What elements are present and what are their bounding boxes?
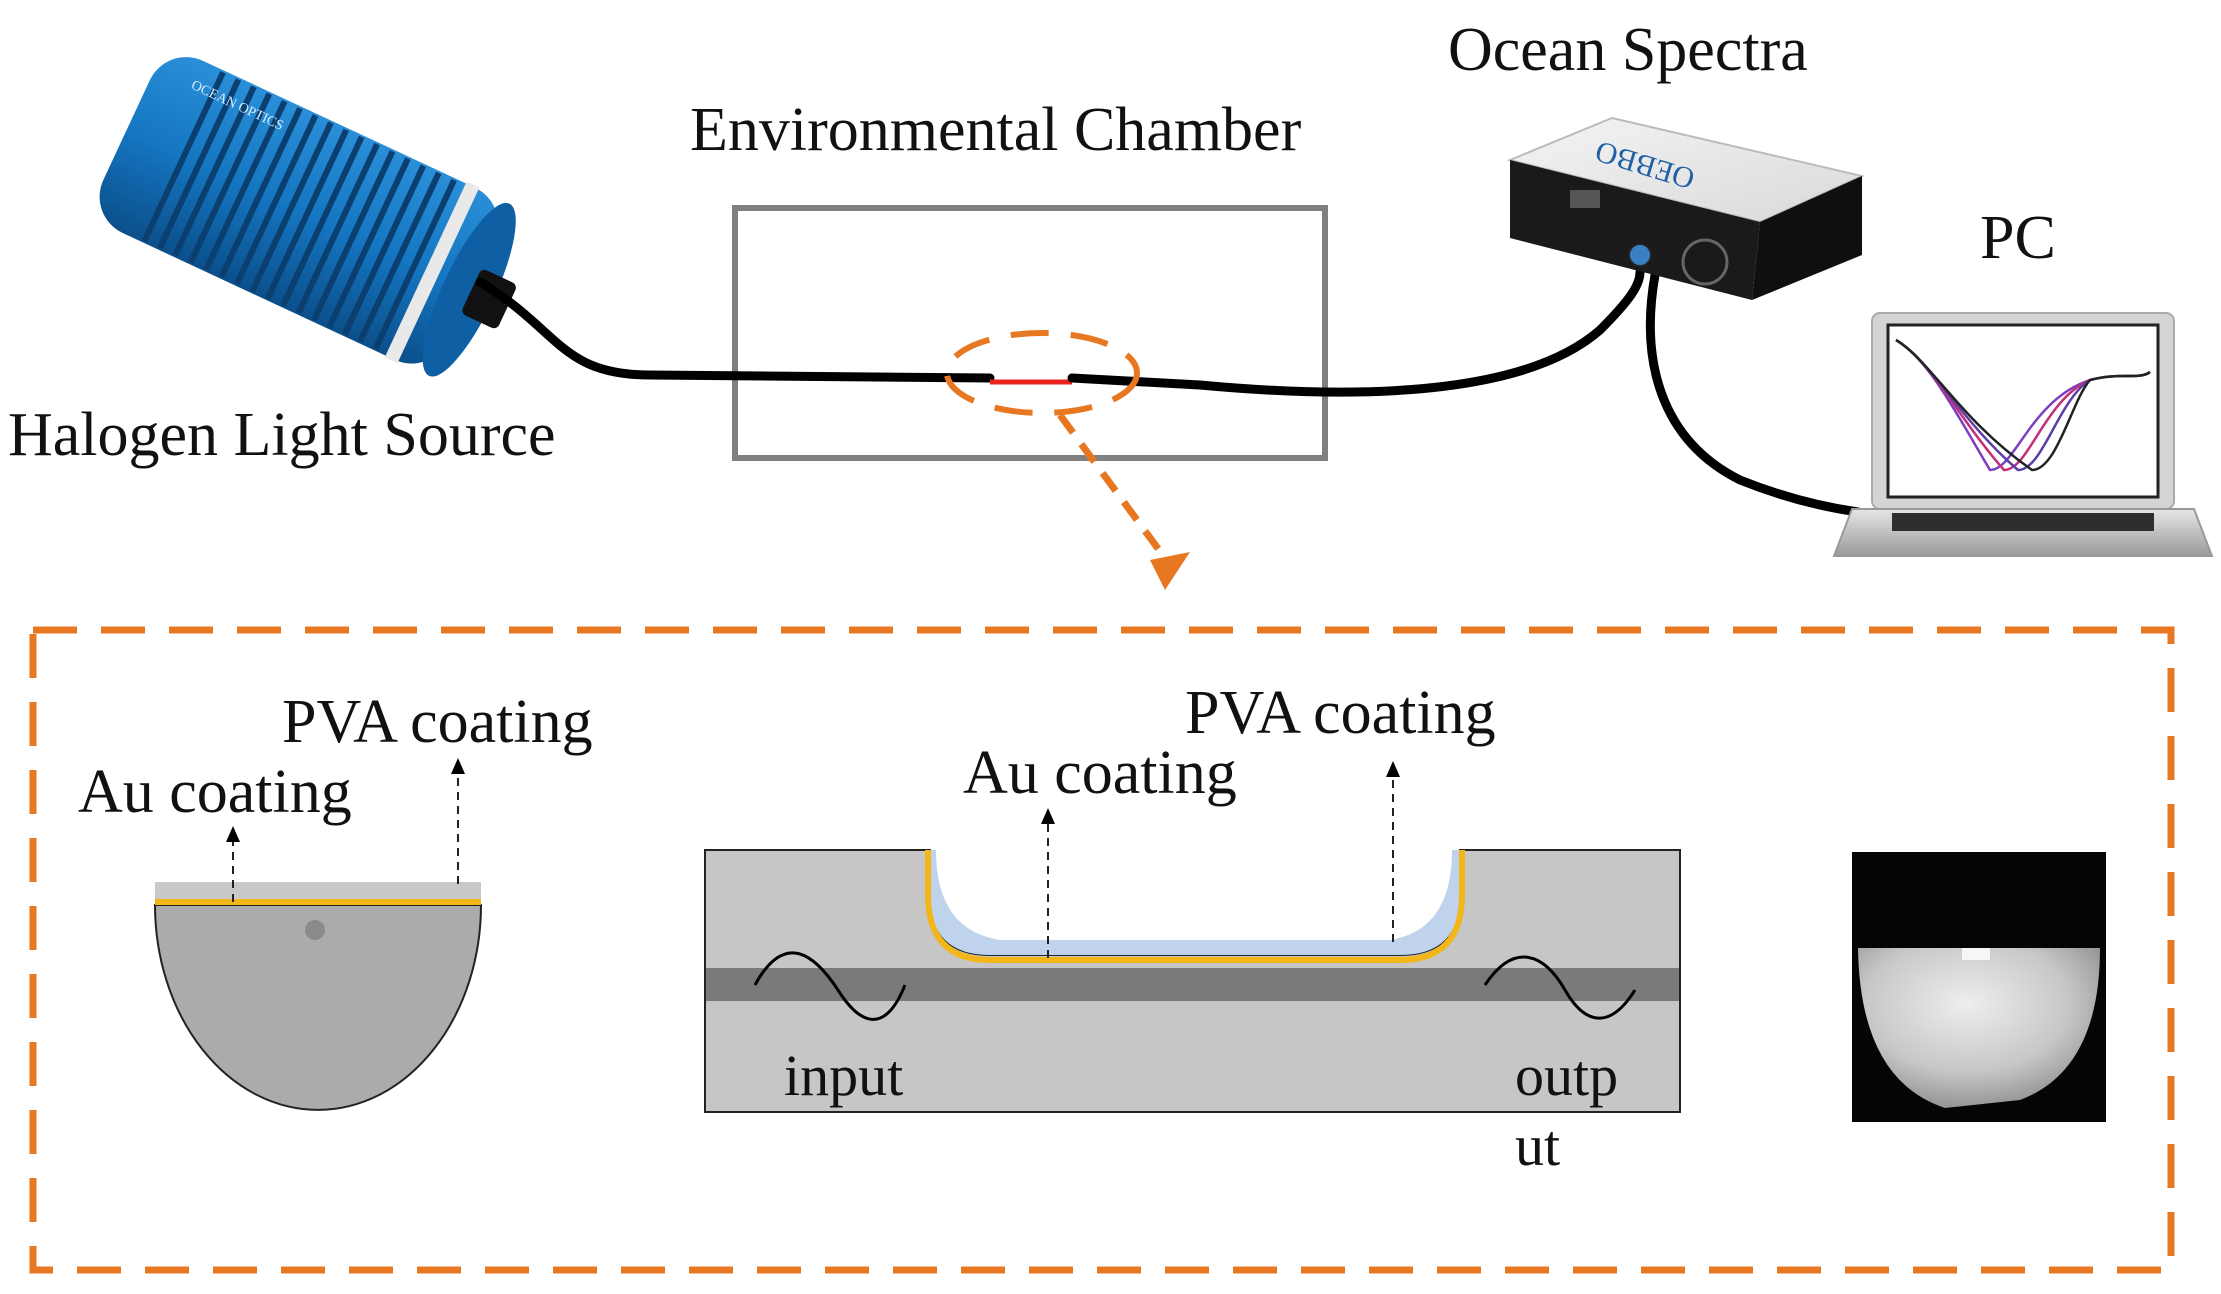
zoom-ellipse — [944, 330, 1140, 416]
cooling-fin — [326, 157, 411, 329]
halogen-light-source: OCEAN OPTICS — [99, 57, 516, 377]
output-wave — [1483, 955, 1637, 1020]
output-label-line1: outp — [1515, 1043, 1618, 1108]
light-source-front-face — [422, 202, 516, 377]
laptop-keyboard — [1892, 513, 2154, 531]
cooling-fin — [295, 142, 380, 315]
cooling-fin — [157, 78, 242, 250]
micrograph-highlight — [1962, 948, 1990, 960]
fiber-side-view — [704, 849, 1681, 1113]
zoom-arrow-line — [1057, 412, 1173, 568]
light-source-label: Halogen Light Source — [8, 401, 556, 469]
input-label: input — [784, 1043, 903, 1108]
chamber-label: Environmental Chamber — [690, 96, 1302, 164]
light-source-band — [384, 181, 480, 364]
cable-spectrometer-to-pc — [1645, 270, 1863, 517]
spectrometer-sma-port — [1628, 243, 1652, 267]
laptop — [1832, 312, 2214, 557]
side-view-au-arrowhead — [1041, 808, 1055, 824]
cross-section-au-arrowhead — [226, 826, 240, 842]
micrograph-fiber — [1858, 948, 2100, 1108]
spectra-plot — [1895, 338, 2151, 472]
cooling-fin — [141, 71, 226, 243]
cross-section-core — [305, 920, 325, 940]
fiber-chamber-to-spectrometer — [1067, 267, 1645, 397]
light-source-body — [99, 57, 499, 364]
side-view-au-layer — [925, 850, 1465, 963]
detail-panel — [29, 626, 2175, 1274]
spectrum-curve — [1895, 338, 2151, 472]
side-view-pva-label: PVA coating — [1185, 679, 1496, 747]
cross-section-pva-label: PVA coating — [282, 688, 593, 756]
spectrometer-side — [1752, 176, 1862, 300]
laptop-screen — [1886, 323, 2160, 499]
cooling-fin — [264, 128, 350, 300]
side-view-core — [706, 968, 1679, 1001]
fiber-connector — [462, 269, 516, 329]
cooling-fin — [203, 99, 288, 271]
fiber-cross-section — [153, 882, 483, 1111]
micrograph — [1852, 852, 2106, 1122]
zoom-arrow-head — [1150, 552, 1190, 590]
cooling-fin — [249, 121, 334, 293]
side-view-pva-arrowhead — [1386, 761, 1400, 777]
cooling-fins — [141, 71, 457, 350]
spectrometer: OEBBO — [1506, 116, 1866, 300]
cooling-fin — [372, 178, 457, 350]
cross-section-pva-layer — [155, 882, 481, 900]
output-label-line2: ut — [1515, 1113, 1560, 1178]
cooling-fin — [234, 114, 319, 286]
spectrometer-label: Ocean Spectra — [1448, 16, 1808, 84]
spectrometer-fan — [1681, 238, 1729, 286]
cooling-fin — [172, 85, 257, 257]
cooling-fin — [357, 171, 442, 343]
cross-section-body — [153, 904, 483, 1111]
spectrometer-port — [1570, 190, 1600, 208]
cross-section-au-label: Au coating — [78, 758, 352, 826]
input-wave — [753, 951, 907, 1021]
cooling-fin — [341, 164, 427, 336]
chamber-box — [732, 205, 1328, 461]
side-view-au-label: Au coating — [963, 739, 1237, 807]
cross-section-pva-arrowhead — [451, 758, 465, 774]
side-view-pva-layer — [930, 850, 1460, 955]
cooling-fin — [218, 107, 303, 279]
cooling-fin — [311, 150, 396, 322]
pc-label: PC — [1980, 204, 2056, 272]
cooling-fin — [187, 92, 272, 264]
cooling-fin — [280, 135, 365, 307]
fiber-source-to-chamber — [475, 277, 995, 383]
